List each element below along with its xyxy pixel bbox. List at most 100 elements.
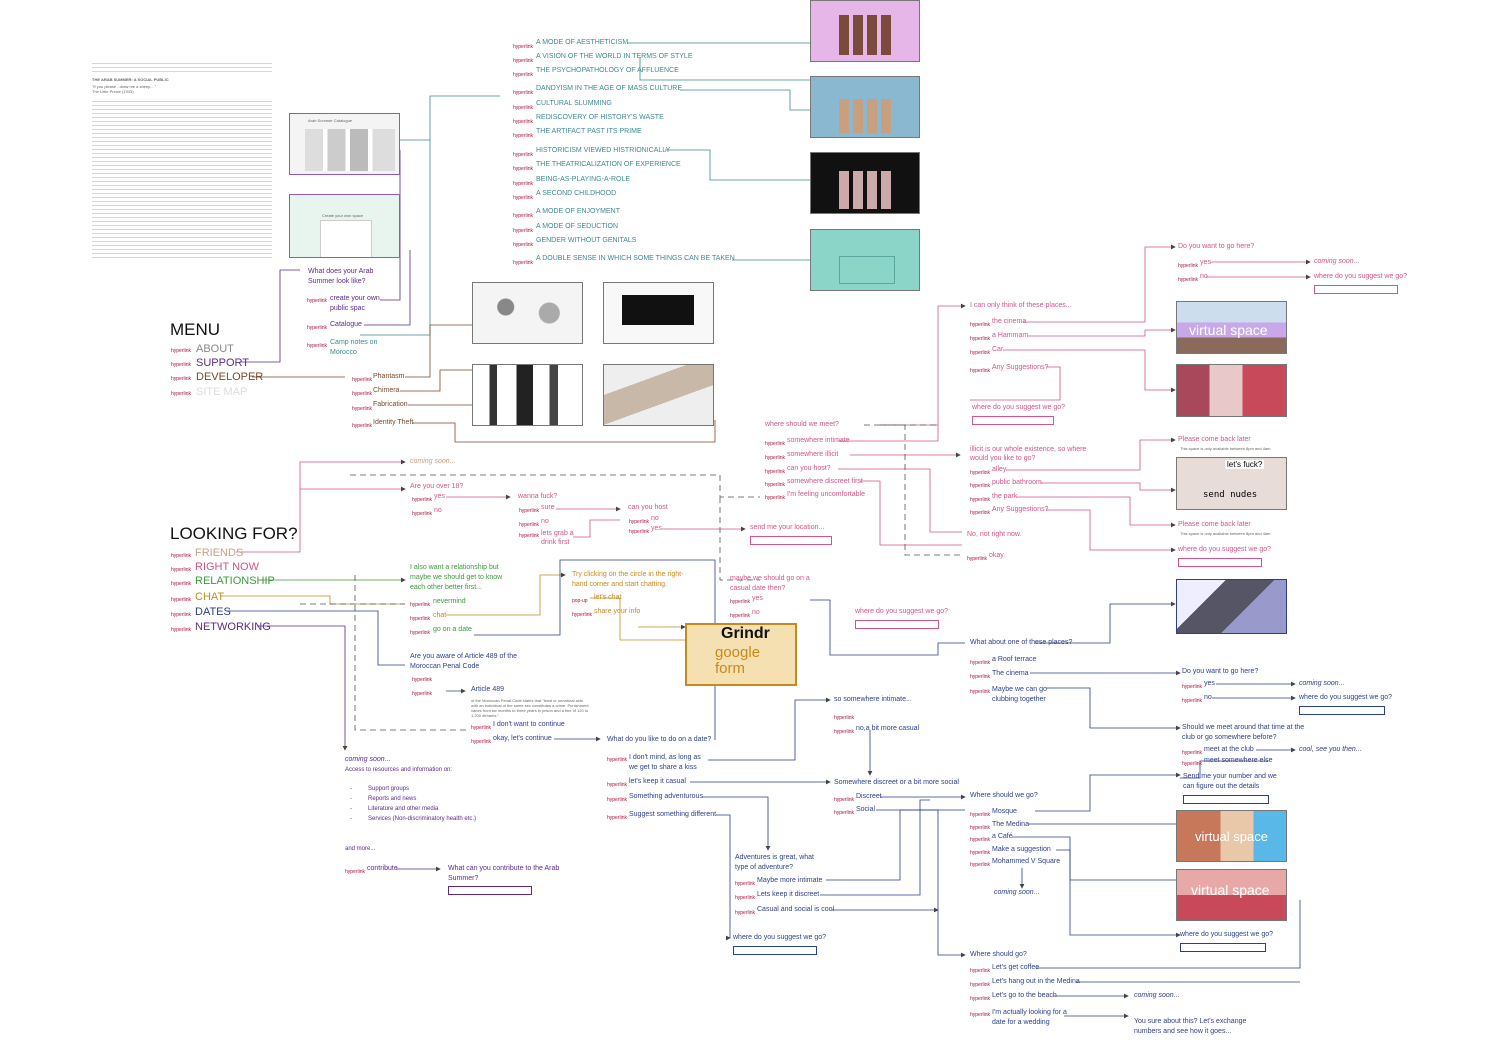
developer-phantasm[interactable]: Phantasm (373, 373, 405, 380)
social-coffee[interactable]: Let's get coffee (992, 964, 1040, 971)
host-no[interactable]: no (651, 515, 659, 522)
catalogue-link[interactable]: Catalogue (330, 321, 362, 328)
place-roof[interactable]: a Roof terrace (992, 656, 1037, 663)
relationship-date[interactable]: go on a date (433, 626, 472, 633)
camp-notes-link[interactable]: Camp notes on Morocco (330, 339, 378, 356)
dont-continue[interactable]: I don't want to continue (493, 721, 565, 728)
something-adventurous[interactable]: Something adventurous (629, 793, 703, 800)
catalogue-mode-item[interactable]: THE ARTIFACT PAST ITS PRIME (536, 128, 642, 135)
create-space-link[interactable]: create your own public spac (330, 295, 380, 312)
casual-no[interactable]: no (752, 609, 760, 616)
casual-yes[interactable]: yes (752, 595, 763, 602)
catalogue-mode-item[interactable]: REDISCOVERY OF HISTORY'S WASTE (536, 114, 664, 121)
social-beach[interactable]: Let's go to the beach (992, 992, 1057, 999)
catalogue-mode-item[interactable]: BEING-AS-PLAYING-A-ROLE (536, 176, 631, 183)
grindr-form-shot[interactable]: Grindr google form (685, 623, 797, 686)
place-medina[interactable]: The Medina (992, 821, 1029, 828)
clubbing-together[interactable]: Maybe we can go clubbing together (992, 686, 1047, 703)
catalogue-mode-item[interactable]: DANDYISM IN THE AGE OF MASS CULTURE (536, 85, 682, 92)
dates-suggest-input[interactable] (733, 946, 817, 955)
place-car[interactable]: Car (992, 346, 1004, 353)
menu-item-about[interactable]: ABOUT (196, 343, 234, 355)
suggest-input-4[interactable] (1299, 706, 1385, 715)
suggest-input-5[interactable] (1180, 943, 1266, 952)
somewhere-intimate[interactable]: somewhere intimate (787, 437, 850, 444)
casual-social-cool[interactable]: Casual and social is cool (757, 906, 835, 913)
menu-item-site-map[interactable]: SITE MAP (196, 386, 248, 398)
relationship-chat[interactable]: chat (433, 612, 447, 619)
place-cinema-2[interactable]: The cinema (992, 670, 1029, 677)
social-wedding[interactable]: I'm actually looking for a date for a we… (992, 1009, 1067, 1026)
developer-fabrication[interactable]: Fabrication (373, 401, 408, 408)
catalogue-mode-item[interactable]: HISTORICISM VIEWED HISTRIONICALLY (536, 147, 671, 154)
place-hammam[interactable]: a Hammam (992, 332, 1029, 339)
networking-resource-item[interactable]: Reports and news (368, 796, 417, 802)
networking-resource-item[interactable]: Services (Non-discriminatory health etc.… (368, 816, 477, 822)
developer-chimera[interactable]: Chimera (373, 387, 400, 394)
catalogue-mode-item[interactable]: THE PSYCHOPATHOLOGY OF AFFLUENCE (536, 67, 679, 74)
keep-discreet[interactable]: Lets keep it discreet (757, 891, 820, 898)
place-mosque[interactable]: Mosque (992, 808, 1017, 815)
suggest-different[interactable]: Suggest something different (629, 811, 717, 818)
looking-item-right-now[interactable]: RIGHT NOW (195, 561, 259, 573)
bit-more-casual[interactable]: no,a bit more casual (856, 725, 920, 732)
contribute-input[interactable] (448, 886, 532, 895)
keep-casual[interactable]: let's keep it casual (629, 778, 686, 785)
suggest-input-3[interactable] (1178, 558, 1262, 567)
place-bathroom[interactable]: public bathroom (992, 479, 1042, 486)
networking-resource-item[interactable]: Literature and other media (368, 806, 439, 812)
looking-item-networking[interactable]: NETWORKING (195, 621, 271, 633)
developer-identity-theft[interactable]: Identity Theft (373, 419, 414, 426)
catalogue-screenshot[interactable]: Arab Summer Catalogue (289, 113, 400, 175)
catalogue-mode-item[interactable]: A MODE OF SEDUCTION (536, 223, 619, 230)
catalogue-mode-item[interactable]: A VISION OF THE WORLD IN TERMS OF STYLE (536, 53, 693, 60)
social-medina[interactable]: Let's hang out in the Medina (992, 978, 1080, 985)
feeling-uncomfortable[interactable]: I'm feeling uncomfortable (787, 491, 865, 498)
menu-item-support[interactable]: SUPPORT (196, 357, 249, 369)
relationship-nevermind[interactable]: nevermind (433, 598, 466, 605)
number-input[interactable] (1183, 795, 1269, 804)
location-input[interactable] (750, 536, 832, 545)
go-yes-2[interactable]: yes (1204, 680, 1215, 687)
catalogue-mode-item[interactable]: THE THEATRICALIZATION OF EXPERIENCE (536, 161, 681, 168)
go-no-2[interactable]: no (1204, 694, 1212, 701)
catalogue-mode-item[interactable]: GENDER WITHOUT GENITALS (536, 237, 637, 244)
somewhere-illicit[interactable]: somewhere illicit (787, 451, 839, 458)
can-you-host[interactable]: can you host? (787, 465, 831, 472)
dont-mind-kiss[interactable]: I don't mind, as long as we get to share… (629, 754, 701, 771)
make-suggestion[interactable]: Make a suggestion (992, 846, 1051, 853)
place-cafe[interactable]: a Café (992, 833, 1013, 840)
catalogue-mode-item[interactable]: A MODE OF AESTHETICISM (536, 39, 629, 46)
somewhere-discreet[interactable]: somewhere discreet first (787, 478, 863, 485)
meet-at-club[interactable]: meet at the club (1204, 746, 1254, 753)
host-yes[interactable]: yes (651, 525, 662, 532)
wanna-sure[interactable]: sure (541, 504, 555, 511)
place-square[interactable]: Mohammed V Square (992, 858, 1061, 865)
go-yes-1[interactable]: yes (1200, 259, 1211, 266)
any-suggestions[interactable]: Any Suggestions? (992, 364, 1049, 371)
choice-social[interactable]: Social (856, 806, 876, 813)
looking-item-relationship[interactable]: RELATIONSHIP (195, 575, 275, 587)
looking-item-dates[interactable]: DATES (195, 606, 231, 618)
menu-item-developer[interactable]: DEVELOPER (196, 371, 264, 383)
networking-resource-item[interactable]: Support groups (368, 786, 410, 792)
lets-chat[interactable]: let's chat (594, 594, 622, 601)
okay-link[interactable]: okay (989, 552, 1004, 559)
more-intimate[interactable]: Maybe more intimate (757, 877, 823, 884)
wanna-no[interactable]: no (541, 518, 549, 525)
suggest-input-1[interactable] (972, 416, 1054, 425)
casual-input[interactable] (855, 620, 939, 629)
catalogue-mode-item[interactable]: A SECOND CHILDHOOD (536, 190, 617, 197)
any-suggestions-2[interactable]: Any Suggestions? (992, 506, 1049, 513)
create-space-screenshot[interactable]: Create your own space (289, 194, 400, 258)
contribute-link[interactable]: contribute (367, 865, 398, 872)
place-park[interactable]: the park (992, 493, 1018, 500)
go-no-1[interactable]: no (1200, 273, 1208, 280)
catalogue-mode-item[interactable]: A MODE OF ENJOYMENT (536, 208, 621, 215)
place-cinema[interactable]: the cinema (992, 318, 1027, 325)
over18-yes[interactable]: yes (434, 493, 445, 500)
looking-item-chat[interactable]: CHAT (195, 591, 225, 603)
over18-no[interactable]: no (434, 507, 442, 514)
share-info[interactable]: share your info (594, 608, 641, 615)
lets-grab-drink[interactable]: lets grab a drink first (541, 530, 574, 546)
